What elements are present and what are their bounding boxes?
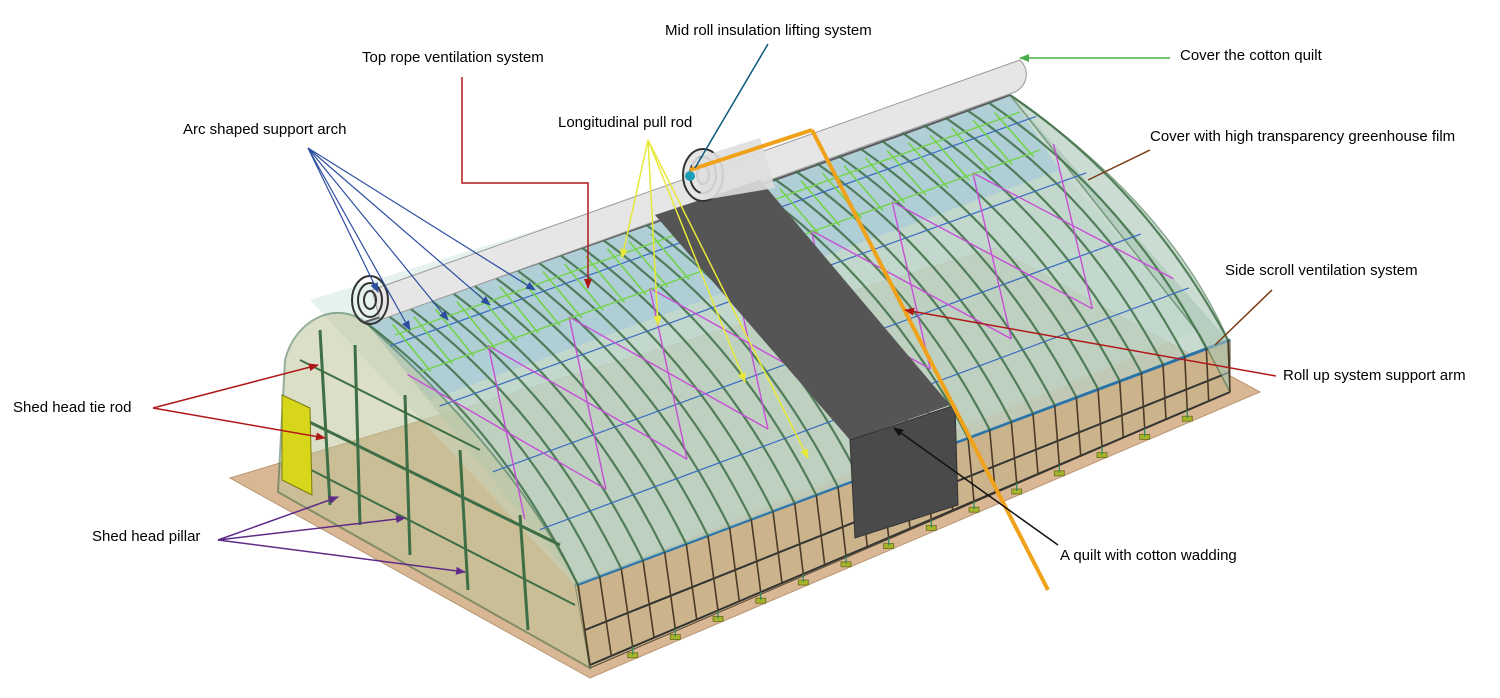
wall-post bbox=[642, 560, 655, 638]
arch bbox=[880, 139, 1099, 390]
cotton-quilt-hanging bbox=[849, 404, 959, 539]
pointer-pillar bbox=[217, 496, 466, 575]
label-pillar: Shed head pillar bbox=[92, 528, 201, 545]
roof-truss bbox=[499, 286, 540, 334]
pointer-top-rope bbox=[461, 77, 592, 289]
support-arm-horizontal bbox=[689, 128, 813, 172]
wall-post bbox=[793, 503, 805, 575]
arch bbox=[858, 147, 1078, 398]
arch bbox=[1009, 94, 1229, 341]
label-wadding: A quilt with cotton wadding bbox=[1060, 547, 1237, 564]
label-support-arm: Roll up system support arm bbox=[1283, 367, 1466, 384]
roof-truss bbox=[907, 142, 949, 189]
arch bbox=[944, 116, 1164, 366]
arch bbox=[794, 169, 1013, 423]
pointer-tie-rod bbox=[152, 363, 326, 441]
pointer-film bbox=[1087, 149, 1151, 181]
wall-post bbox=[1097, 388, 1103, 447]
diagonal-brace bbox=[487, 345, 526, 520]
gable-tie bbox=[299, 359, 481, 451]
brace-group bbox=[390, 115, 1190, 531]
label-arc-arch: Arc shaped support arch bbox=[183, 121, 347, 138]
label-top-rope: Top rope ventilation system bbox=[362, 49, 544, 66]
gable-pillar bbox=[458, 449, 470, 591]
label-pull-rod: Longitudinal pull rod bbox=[558, 114, 693, 131]
arch bbox=[407, 306, 623, 570]
arch bbox=[966, 109, 1186, 357]
gable-door bbox=[281, 394, 313, 496]
pointer-pull-rod bbox=[620, 139, 809, 459]
pointer-side-scroll bbox=[1214, 289, 1273, 346]
label-film: Cover with high transparency greenhouse … bbox=[1150, 128, 1456, 145]
label-side-scroll: Side scroll ventilation system bbox=[1225, 262, 1418, 279]
wall-post bbox=[1118, 380, 1125, 438]
roof-truss bbox=[972, 119, 1013, 165]
gable-tie bbox=[281, 454, 576, 606]
diagonal-brace bbox=[1052, 143, 1094, 309]
roof-truss bbox=[391, 323, 432, 373]
arch bbox=[837, 154, 1056, 406]
arch bbox=[622, 230, 839, 488]
wall-post bbox=[577, 584, 591, 666]
arch bbox=[557, 253, 774, 512]
wall-post bbox=[685, 544, 698, 620]
diagonal-brace bbox=[972, 172, 1012, 340]
mid-roll-cylinder bbox=[690, 138, 775, 200]
wall-post bbox=[815, 495, 826, 565]
arch bbox=[987, 101, 1208, 349]
label-cotton-quilt: Cover the cotton quilt bbox=[1180, 47, 1322, 64]
wall-post bbox=[1205, 348, 1210, 402]
wall-post bbox=[1075, 397, 1082, 456]
arch bbox=[471, 283, 688, 545]
footing-group bbox=[627, 410, 1193, 659]
wall-post bbox=[967, 437, 975, 502]
wall-post bbox=[620, 568, 634, 647]
gable-pillar bbox=[318, 329, 332, 506]
label-tie-rod: Shed head tie rod bbox=[13, 399, 132, 416]
wall-post bbox=[1010, 421, 1018, 484]
wall-post bbox=[728, 527, 741, 602]
arch bbox=[450, 290, 666, 553]
pointer-support-arm bbox=[904, 307, 1277, 377]
arch bbox=[923, 124, 1143, 374]
arch bbox=[901, 131, 1121, 382]
pointer-wadding bbox=[893, 427, 1059, 546]
arch bbox=[536, 260, 753, 521]
wall-post bbox=[1162, 364, 1167, 420]
wall-post bbox=[1183, 356, 1189, 411]
roof-truss bbox=[993, 112, 1035, 158]
pointer-arc-arch bbox=[307, 147, 536, 331]
wall-post bbox=[1140, 372, 1146, 429]
gable-pillar bbox=[403, 394, 412, 556]
wall-post bbox=[772, 511, 783, 584]
arch bbox=[815, 162, 1034, 415]
wall-post bbox=[1227, 339, 1231, 393]
roof-truss bbox=[950, 127, 992, 173]
roof-truss bbox=[413, 316, 454, 365]
support-arm-diagonal bbox=[810, 129, 1050, 591]
arch bbox=[493, 275, 709, 537]
arch bbox=[428, 298, 644, 561]
wall-post bbox=[1032, 413, 1039, 474]
wall-post bbox=[750, 519, 762, 593]
gable-pillar bbox=[518, 514, 530, 631]
wall-post bbox=[707, 535, 719, 611]
pointer-mid-roll bbox=[694, 43, 769, 169]
roof-truss bbox=[929, 134, 970, 181]
wall-post bbox=[837, 486, 847, 556]
gable-tie bbox=[284, 408, 561, 547]
arch bbox=[579, 245, 796, 504]
label-mid-roll: Mid roll insulation lifting system bbox=[665, 22, 872, 39]
arch bbox=[600, 237, 818, 496]
diagonal-brace bbox=[568, 316, 607, 490]
roof-truss bbox=[456, 301, 497, 350]
diagonal-brace bbox=[891, 201, 931, 370]
arch bbox=[514, 268, 731, 529]
cotton-quilt-strip bbox=[655, 180, 950, 440]
wall-post bbox=[663, 552, 677, 629]
wall-post bbox=[598, 576, 613, 657]
wall-post bbox=[1053, 405, 1061, 465]
